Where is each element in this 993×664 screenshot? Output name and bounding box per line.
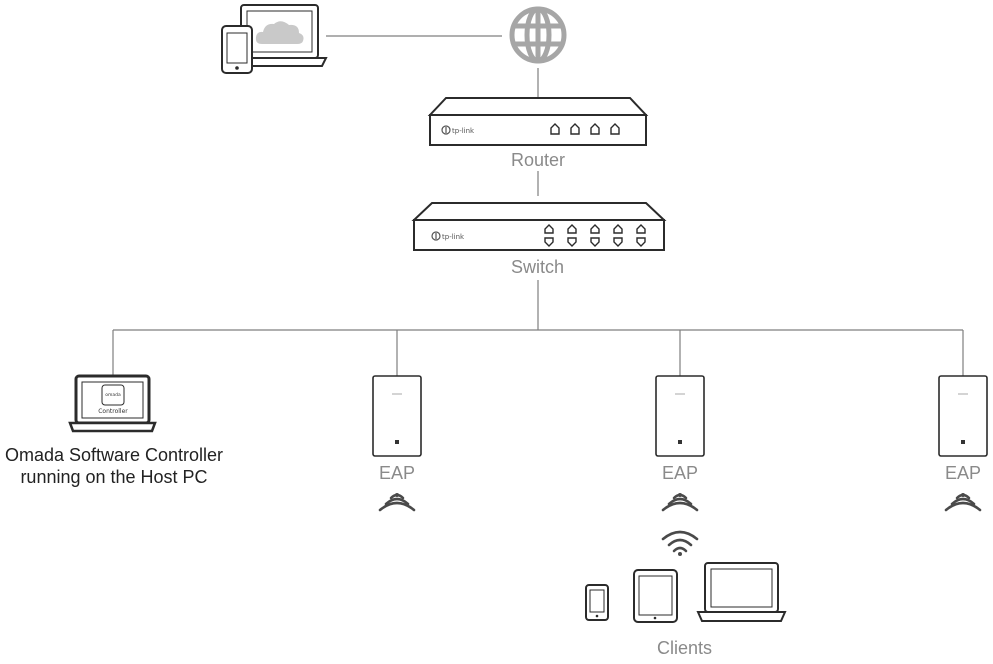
switch-ports [544, 224, 646, 247]
eap-device-icon-3 [938, 375, 988, 457]
client-tablet-icon [633, 569, 678, 623]
controller-label-line-1: Omada Software Controller [4, 445, 224, 465]
wifi-signal-icon-3 [944, 493, 982, 512]
eap-device-icon-2 [655, 375, 705, 457]
clients-label: Clients [657, 638, 713, 658]
wifi-signal-icon-2 [661, 493, 699, 512]
tp-link-logo-icon [431, 231, 441, 241]
eap-label-2: EAP [662, 463, 699, 483]
router-brand-text: tp-link [452, 127, 475, 135]
controller-label-line-2: running on the Host PC [20, 467, 208, 487]
switch-label: Switch [511, 257, 565, 277]
controller-label: Omada Software Controller running on the… [0, 444, 228, 488]
phone-icon [221, 25, 253, 74]
wifi-signal-icon-1 [378, 493, 416, 512]
wifi-signal-icon-clients [661, 530, 699, 553]
controller-screen-label: Controller [98, 408, 128, 415]
controller-laptop-icon: omada Controller [68, 374, 157, 433]
connection-lines [112, 35, 964, 376]
cloud-icon [255, 21, 304, 44]
client-laptop-icon [696, 562, 787, 622]
internet-devices-icon [221, 4, 328, 74]
eap-label-1: EAP [379, 463, 416, 483]
switch-brand-text: tp-link [442, 233, 465, 241]
switch-device-icon: tp-link [411, 202, 667, 251]
tp-link-logo-icon [441, 125, 451, 135]
eap-device-icon-1 [372, 375, 422, 457]
client-phone-icon [585, 584, 609, 621]
globe-icon [509, 6, 567, 64]
router-ports [550, 123, 620, 135]
router-label: Router [511, 150, 566, 170]
router-device-icon: tp-link [427, 97, 649, 146]
controller-screen-logo: omada [105, 392, 121, 398]
eap-label-3: EAP [945, 463, 982, 483]
